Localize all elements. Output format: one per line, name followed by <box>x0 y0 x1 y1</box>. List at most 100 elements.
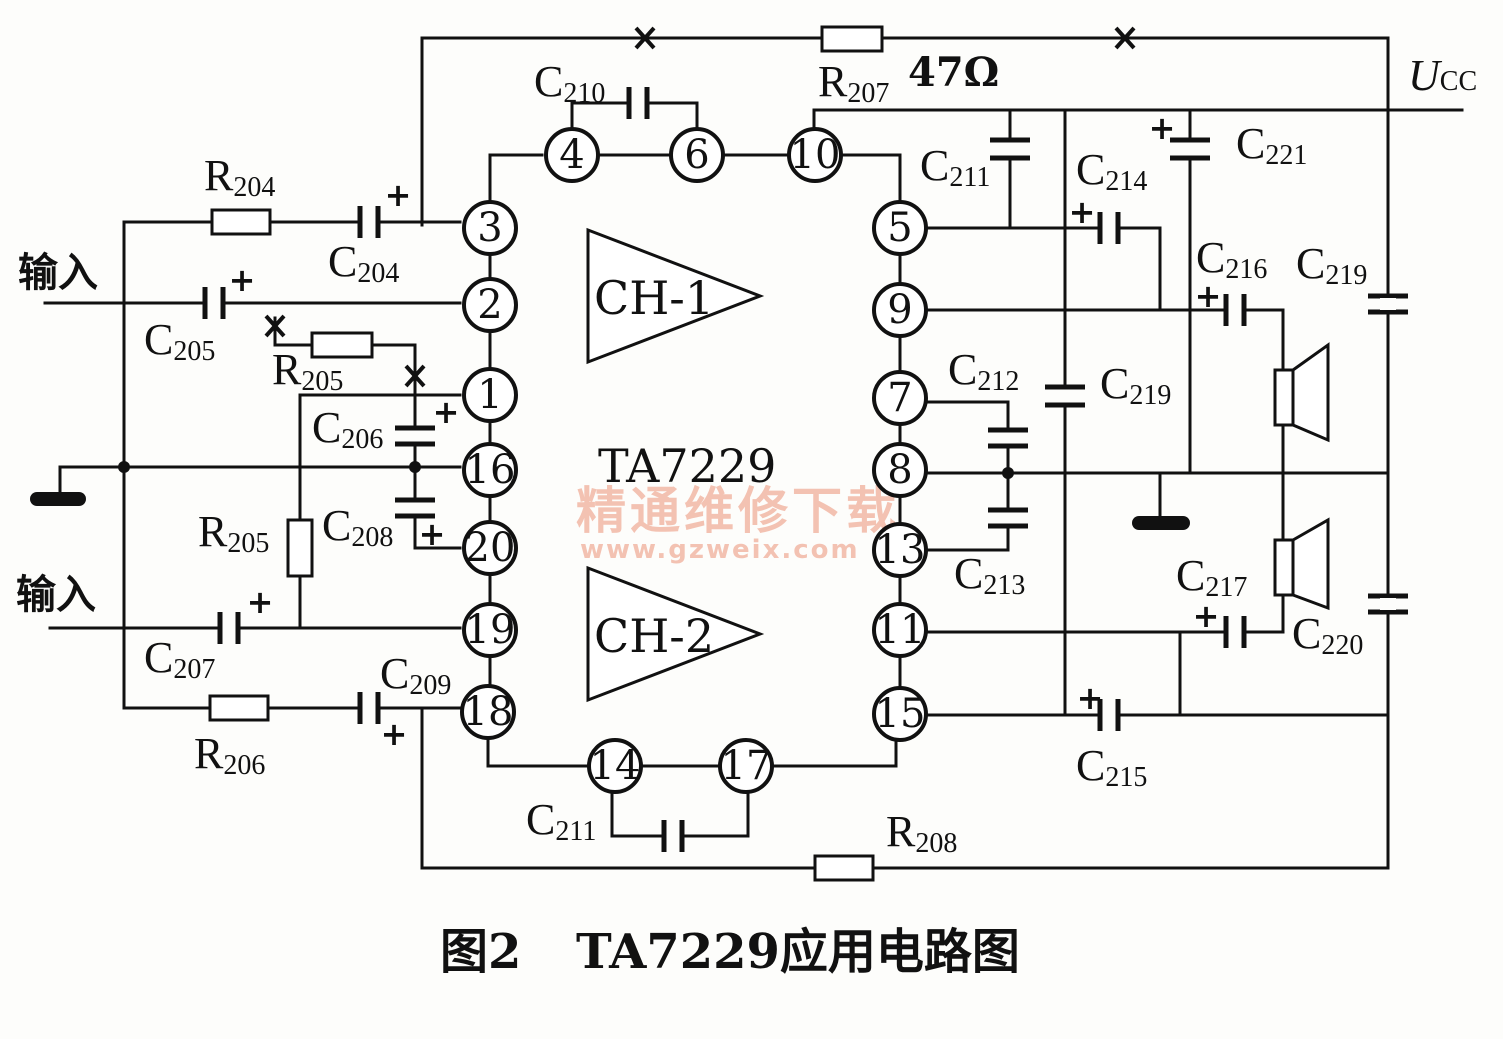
label-c205: C205 <box>144 315 215 367</box>
pin-16: 16 <box>462 442 518 498</box>
label-c210: C210 <box>534 57 605 109</box>
r205-top <box>310 331 374 359</box>
r207 <box>820 25 884 53</box>
pin-2: 2 <box>462 277 518 333</box>
label-r205-top: R205 <box>272 345 343 397</box>
ground-symbol-right <box>1132 516 1190 530</box>
r205-vertical <box>286 518 314 578</box>
label-c206: C206 <box>312 403 383 455</box>
pin-11: 11 <box>872 602 928 658</box>
svg-text:17: 17 <box>721 743 772 789</box>
input-label-2: 输入 <box>16 572 96 618</box>
figure-caption: 图2 TA7229应用电路图 <box>440 924 1020 980</box>
pin-13: 13 <box>872 522 928 578</box>
pin-7: 7 <box>872 370 928 426</box>
pin-10: 10 <box>787 127 843 183</box>
svg-text:+: + <box>433 393 460 431</box>
label-r206: R206 <box>194 729 265 781</box>
watermark: 精通维修下载 www.gzweix.com <box>576 482 900 565</box>
pin-14: 14 <box>587 738 643 794</box>
svg-text:9: 9 <box>887 287 912 333</box>
svg-text:+: + <box>1195 277 1222 315</box>
ground-symbol-left <box>30 492 86 506</box>
svg-text:4: 4 <box>559 132 584 178</box>
break-marks <box>264 26 1136 388</box>
capacitors <box>202 87 1408 852</box>
svg-text:14: 14 <box>590 743 641 789</box>
svg-text:2: 2 <box>477 282 502 328</box>
r206 <box>208 694 270 722</box>
svg-text:6: 6 <box>684 132 709 178</box>
label-c208: C208 <box>322 501 393 553</box>
label-r205-vertical: R205 <box>198 507 269 559</box>
svg-text:3: 3 <box>477 205 502 251</box>
svg-text:16: 16 <box>465 447 516 493</box>
wires <box>43 36 1464 870</box>
label-r208: R208 <box>886 807 957 859</box>
polarity-marks: + + + + + + + + + + + <box>229 109 1222 753</box>
label-c209: C209 <box>380 649 451 701</box>
label-c219-right: C219 <box>1296 239 1367 291</box>
label-c216: C216 <box>1196 233 1267 285</box>
amp-ch1-label: CH-1 <box>594 271 714 325</box>
label-c207: C207 <box>144 633 215 685</box>
speaker-1 <box>1273 342 1330 443</box>
pin-8: 8 <box>872 442 928 498</box>
amplifier-ch1: CH-1 <box>586 227 765 365</box>
ground-symbols <box>30 492 1190 530</box>
pin-17: 17 <box>718 738 774 794</box>
svg-text:1: 1 <box>477 372 502 418</box>
pin-18: 18 <box>460 684 516 740</box>
label-r204: R204 <box>204 151 275 203</box>
pin-5: 5 <box>872 200 928 256</box>
svg-text:+: + <box>1149 109 1176 147</box>
svg-text:18: 18 <box>463 689 514 735</box>
label-c220: C220 <box>1292 609 1363 661</box>
amp-ch2-label: CH-2 <box>594 609 714 663</box>
label-c221: C221 <box>1236 119 1307 171</box>
svg-text:15: 15 <box>875 691 926 737</box>
component-labels: R207 47Ω UCC C210 C211 C214 C221 R204 C2… <box>144 49 1477 859</box>
pin-1: 1 <box>462 367 518 423</box>
pin-9: 9 <box>872 282 928 338</box>
svg-text:+: + <box>381 715 408 753</box>
resistors <box>208 25 884 882</box>
pin-15: 15 <box>872 686 928 742</box>
svg-text:+: + <box>419 515 446 553</box>
pin-6: 6 <box>669 127 725 183</box>
label-c217: C217 <box>1176 551 1247 603</box>
r208 <box>813 854 875 882</box>
label-c212: C212 <box>948 345 1019 397</box>
pin-19: 19 <box>462 602 518 658</box>
svg-text:+: + <box>1193 597 1220 635</box>
svg-text:11: 11 <box>875 607 926 653</box>
input-label-1: 输入 <box>18 250 98 296</box>
pin-20: 20 <box>462 520 518 576</box>
junction-dots <box>118 461 1014 479</box>
speaker-2 <box>1273 517 1330 611</box>
label-c215: C215 <box>1076 741 1147 793</box>
svg-text:19: 19 <box>465 607 516 653</box>
caption-number: 图2 <box>440 924 521 980</box>
caption-text: TA7229应用电路图 <box>576 924 1020 980</box>
label-c211-bottom: C211 <box>526 795 596 847</box>
svg-text:20: 20 <box>465 525 516 571</box>
amplifier-ch2: CH-2 <box>586 565 765 703</box>
label-c213: C213 <box>954 549 1025 601</box>
pin-4: 4 <box>544 127 600 183</box>
label-ucc: UCC <box>1408 51 1477 100</box>
svg-text:5: 5 <box>887 205 912 251</box>
svg-text:13: 13 <box>875 527 926 573</box>
svg-text:+: + <box>229 261 256 299</box>
label-c204: C204 <box>328 237 399 289</box>
label-r207: R207 <box>818 57 889 109</box>
label-c211-top: C211 <box>920 141 990 193</box>
chip-name: TA7229 <box>598 439 776 493</box>
svg-text:10: 10 <box>790 132 841 178</box>
label-r207-value: 47Ω <box>908 49 999 96</box>
svg-text:+: + <box>247 583 274 621</box>
watermark-line1: 精通维修下载 <box>576 482 900 540</box>
label-c214: C214 <box>1076 145 1147 197</box>
rail-gaps <box>1380 298 1396 610</box>
